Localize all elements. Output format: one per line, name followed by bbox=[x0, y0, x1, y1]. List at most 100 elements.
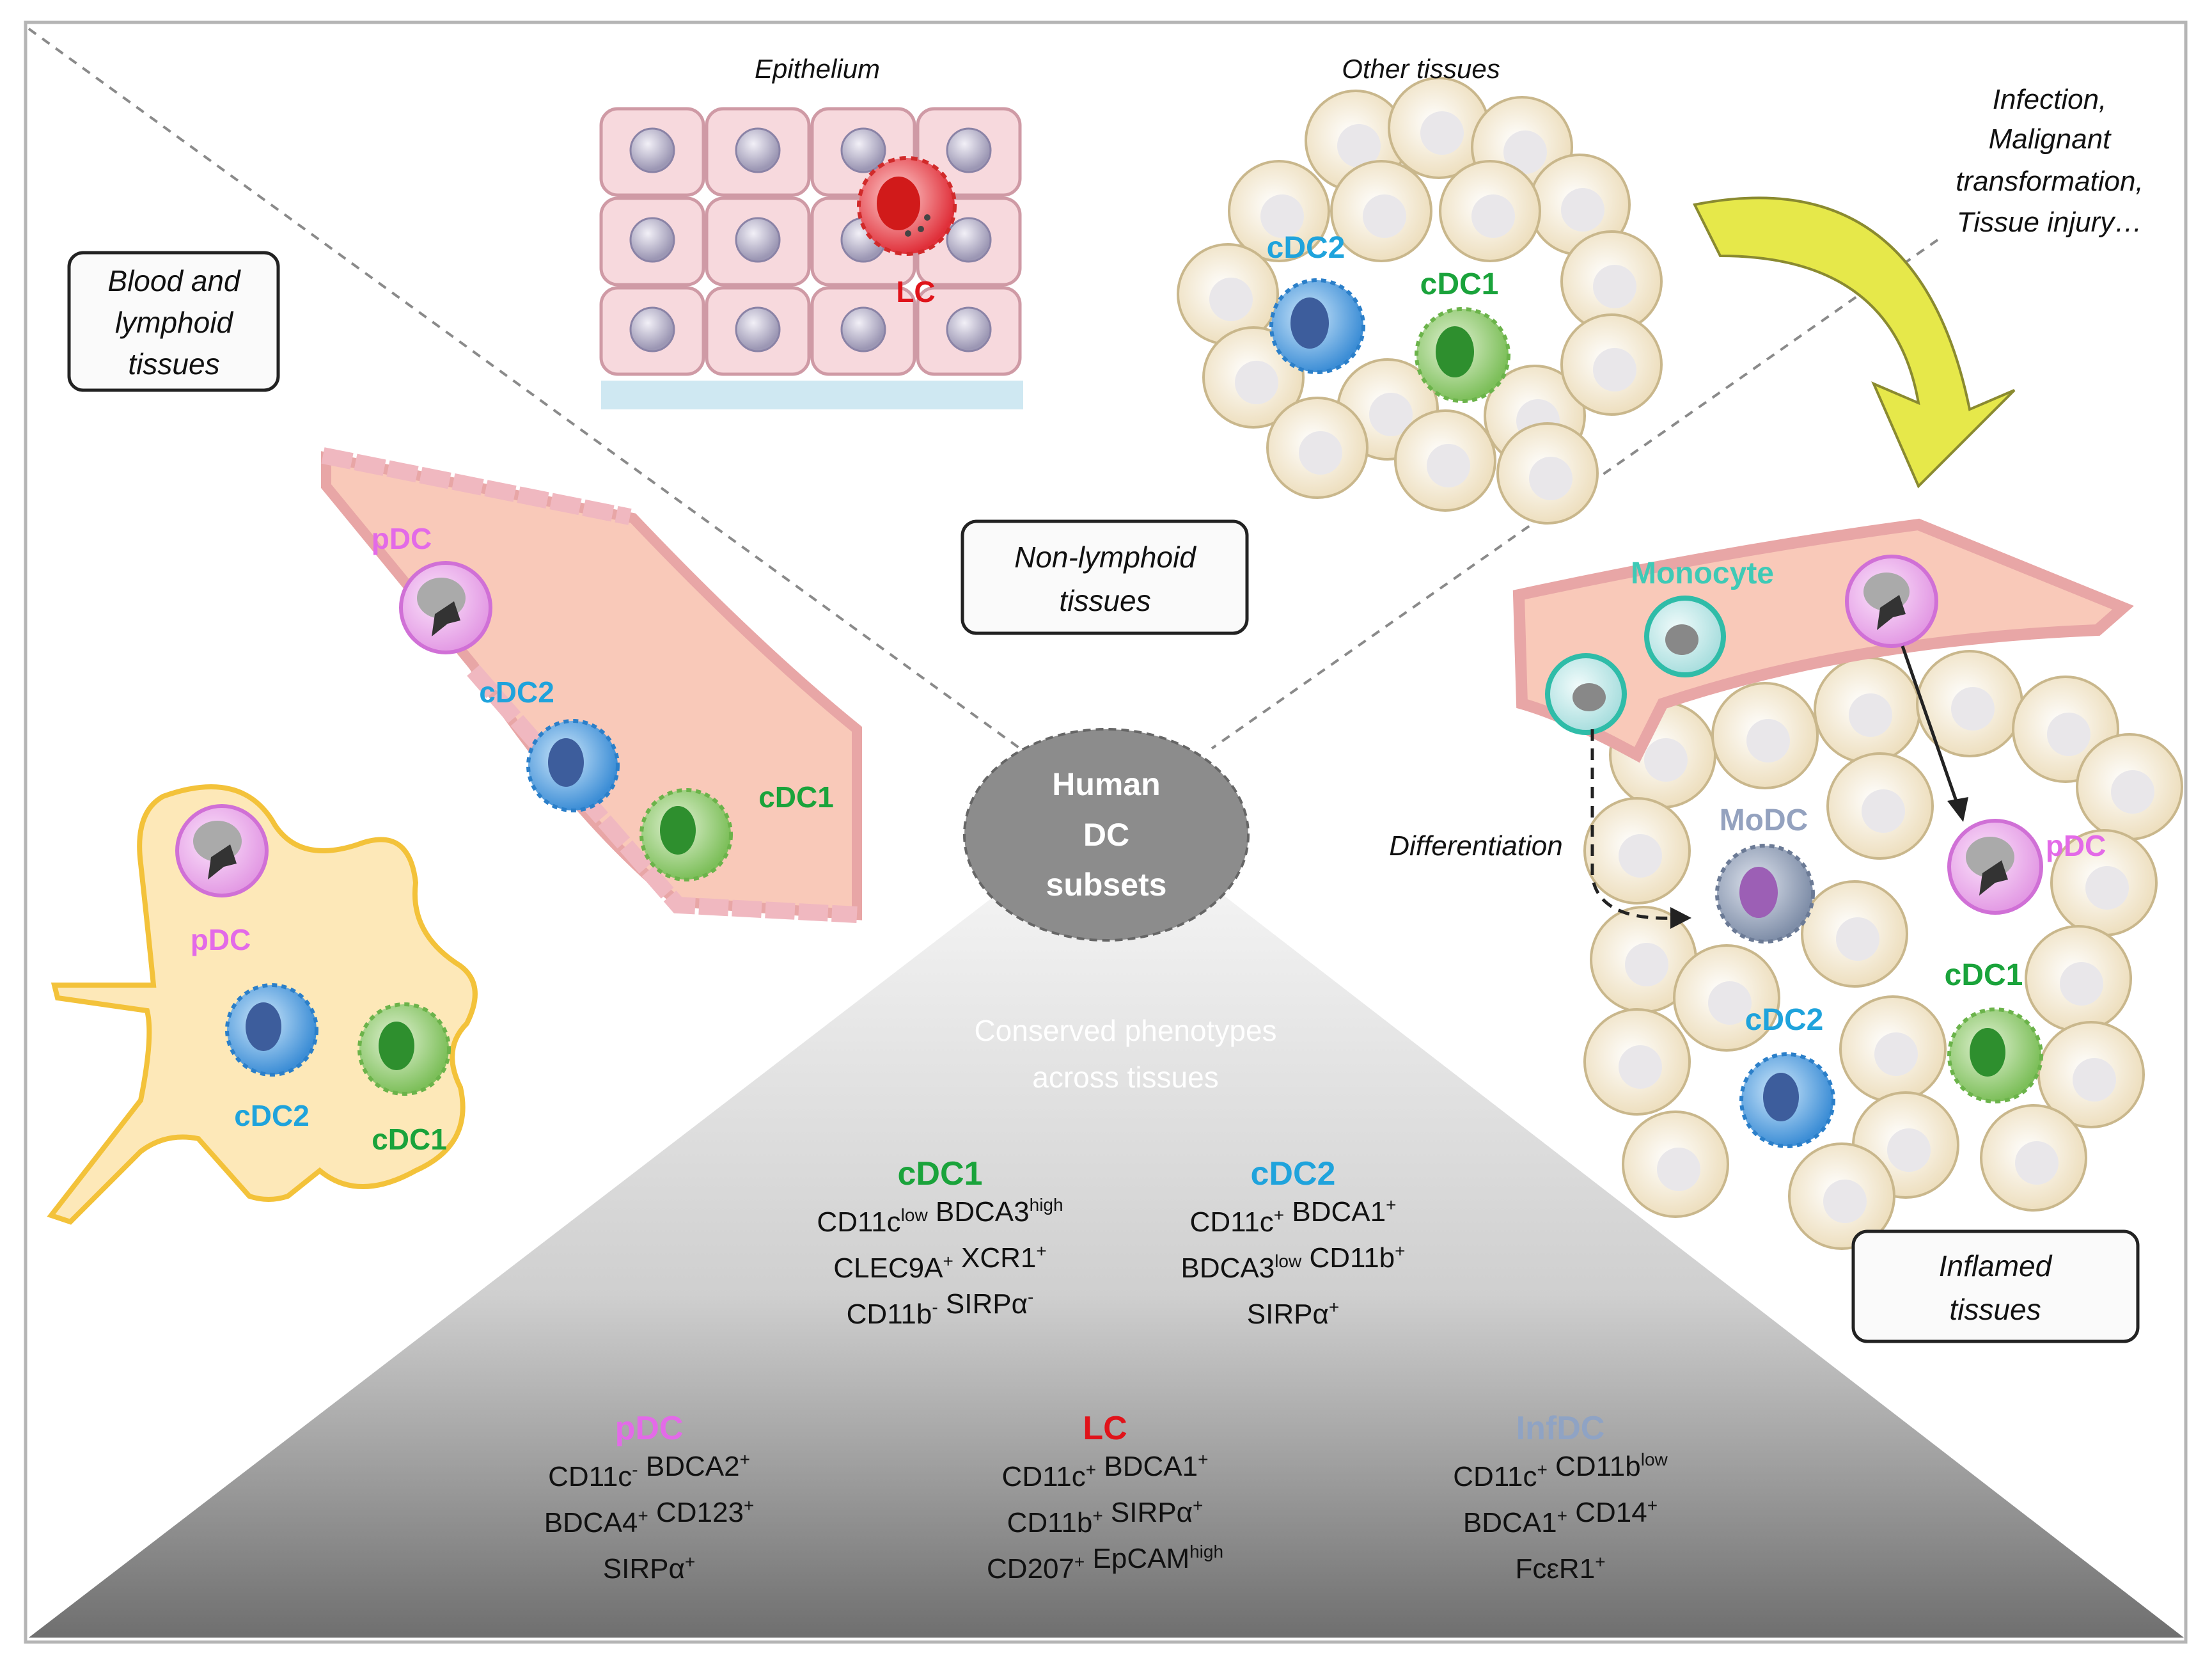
inflamed-vessel bbox=[1512, 518, 2134, 763]
blood-lymphoid-label-3: tissues bbox=[128, 347, 219, 381]
monocyte-cell-2 bbox=[1545, 653, 1627, 735]
cdc1-label-other: cDC1 bbox=[1420, 267, 1499, 301]
tissue-cell bbox=[1826, 752, 1934, 860]
tissue-cell bbox=[1528, 154, 1631, 256]
phenotype-infdc-line-1: CD11c+ CD11blow bbox=[1453, 1450, 1668, 1492]
phenotype-lc-line-1: CD11c+ BDCA1+ bbox=[1002, 1450, 1209, 1492]
blood-lymphoid-label-2: lymphoid bbox=[115, 306, 234, 339]
phenotype-infdc-line-2: BDCA1+ CD14+ bbox=[1463, 1496, 1658, 1538]
center-oval bbox=[963, 728, 1250, 942]
tissue-cell bbox=[1788, 1142, 1895, 1250]
phenotype-cdc1-line-1: CD11clow BDCA3high bbox=[817, 1195, 1063, 1238]
tissue-cell bbox=[1266, 397, 1369, 499]
monocyte-label: Monocyte bbox=[1631, 557, 1774, 590]
langerhans-cell bbox=[857, 156, 957, 256]
cdc2-cell-blood bbox=[526, 719, 620, 812]
cdc2-label-other: cDC2 bbox=[1267, 231, 1345, 265]
cdc1-cell-inflamed bbox=[1947, 1007, 2043, 1103]
phenotype-lc-line-2: CD11b+ SIRPα+ bbox=[1007, 1496, 1204, 1538]
phenotype-pdc-name: pDC bbox=[615, 1410, 684, 1447]
pdc-label-blood: pDC bbox=[372, 522, 432, 555]
cdc2-label-inflamed: cDC2 bbox=[1745, 1003, 1824, 1037]
tissue-cell bbox=[1388, 77, 1490, 179]
inflammation-arrow bbox=[1693, 196, 2016, 489]
epithelial-cell bbox=[599, 107, 705, 197]
divider-line-right bbox=[1211, 239, 1939, 750]
tissue-cell bbox=[1980, 1104, 2087, 1212]
monocyte-cell-1 bbox=[1644, 596, 1726, 677]
epithelial-cell bbox=[810, 286, 916, 376]
tissue-cell bbox=[2037, 1021, 2145, 1128]
non-lymphoid-label-2: tissues bbox=[1059, 584, 1150, 617]
trigger-label-2: Malignant bbox=[1989, 123, 2112, 155]
tissue-cell bbox=[1673, 944, 1780, 1052]
pdc-cell-blood bbox=[399, 561, 492, 654]
center-label-3: subsets bbox=[1046, 867, 1167, 903]
epithelial-cell bbox=[705, 286, 811, 376]
phenotype-cdc1-name: cDC1 bbox=[898, 1155, 983, 1192]
tissue-cell bbox=[1622, 1110, 1729, 1218]
cdc2-label-blood: cDC2 bbox=[479, 675, 554, 709]
phenotype-infdc-line-3: FcεR1+ bbox=[1515, 1552, 1605, 1584]
other-tissues-label: Other tissues bbox=[1342, 54, 1500, 84]
epithelial-cell bbox=[705, 196, 811, 287]
tissue-cell bbox=[1228, 160, 1330, 262]
pdc-migration-arrow bbox=[1901, 645, 1959, 803]
pdc-cell-vessel bbox=[1845, 555, 1938, 648]
epithelial-cell bbox=[705, 107, 811, 197]
epithelium-block bbox=[599, 107, 1023, 409]
phenotype-cdc1-line-3: CD11b- SIRPα- bbox=[847, 1287, 1034, 1330]
inflamed-label-2: tissues bbox=[1949, 1293, 2041, 1326]
phenotypes-title-2: across tissues bbox=[1032, 1061, 1218, 1094]
pdc-label-lymph: pDC bbox=[191, 923, 251, 956]
tissue-cell bbox=[1711, 682, 1819, 789]
phenotype-lc-line-3: CD207+ EpCAMhigh bbox=[987, 1542, 1223, 1584]
non-lymphoid-label-1: Non-lymphoid bbox=[1014, 541, 1196, 574]
modc-cell bbox=[1715, 844, 1815, 944]
trigger-label-3: transformation, bbox=[1956, 166, 2143, 197]
inflamed-label-1: Inflamed bbox=[1939, 1249, 2053, 1283]
lc-label-epithelium: LC bbox=[896, 275, 935, 308]
epithelial-cell bbox=[599, 196, 705, 287]
other-tissues-cluster bbox=[1177, 77, 1663, 525]
cdc2-cell-inflamed bbox=[1739, 1052, 1835, 1148]
pdc-cell-inflamed bbox=[1947, 819, 2043, 915]
pdc-cell-lymph bbox=[175, 804, 269, 897]
phenotype-cdc2-line-1: CD11c+ BDCA1+ bbox=[1190, 1195, 1397, 1238]
cdc2-label-lymph: cDC2 bbox=[234, 1099, 310, 1132]
inflamed-tissue-cluster bbox=[1583, 650, 2183, 1250]
tissue-cell bbox=[1394, 409, 1496, 512]
tissue-cell bbox=[2076, 733, 2183, 841]
cdc1-cell-blood bbox=[639, 788, 733, 881]
tissue-cell bbox=[1439, 160, 1541, 262]
phenotype-cdc2-line-3: SIRPα+ bbox=[1247, 1297, 1340, 1330]
tissue-cell bbox=[2025, 925, 2132, 1032]
center-label-1: Human bbox=[1052, 766, 1160, 802]
phenotype-lc-name: LC bbox=[1083, 1410, 1127, 1447]
cdc1-label-blood: cDC1 bbox=[758, 780, 834, 814]
trigger-label-1: Infection, bbox=[1993, 84, 2107, 115]
cdc2-cell-lymph bbox=[225, 983, 318, 1077]
differentiation-label: Differentiation bbox=[1389, 830, 1562, 862]
modc-label: MoDC bbox=[1720, 803, 1808, 837]
trigger-label-4: Tissue injury… bbox=[1957, 207, 2143, 238]
tissue-cell bbox=[1801, 880, 1908, 988]
blood-lymphoid-box bbox=[67, 251, 280, 392]
tissue-cell bbox=[1330, 160, 1432, 262]
phenotypes-title-1: Conserved phenotypes bbox=[974, 1014, 1276, 1047]
phenotype-triangle bbox=[29, 876, 2184, 1638]
phenotype-pdc-line-3: SIRPα+ bbox=[603, 1552, 696, 1584]
pdc-migration-arrowhead bbox=[1947, 797, 1968, 822]
differentiation-arrow bbox=[1590, 729, 1676, 920]
tissue-cell bbox=[1560, 313, 1663, 416]
tissue-cell bbox=[1814, 656, 1921, 764]
epithelium-label: Epithelium bbox=[755, 54, 880, 84]
center-label-2: DC bbox=[1083, 817, 1129, 853]
cdc1-cell-other-tissues bbox=[1415, 307, 1510, 403]
phenotype-cdc2-line-2: BDCA3low CD11b+ bbox=[1181, 1241, 1405, 1284]
cdc2-cell-other-tissues bbox=[1269, 278, 1365, 374]
